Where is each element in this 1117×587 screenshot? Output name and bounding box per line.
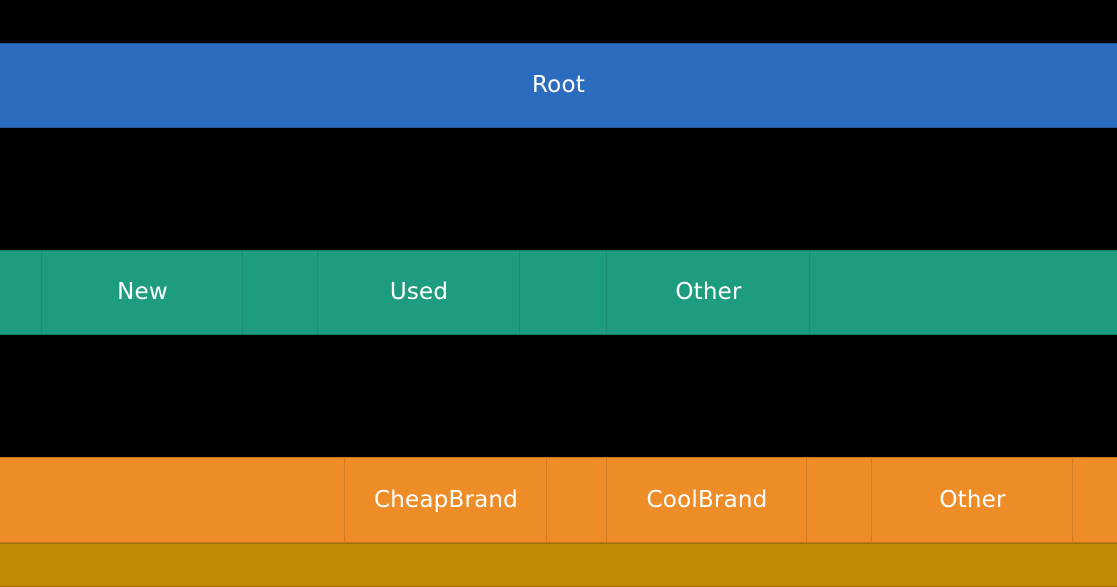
icicle-level-root: Root bbox=[0, 43, 1117, 128]
icicle-node-condition-6[interactable] bbox=[810, 250, 1117, 335]
icicle-node-leaf-0[interactable] bbox=[0, 543, 1117, 587]
icicle-node-condition-4[interactable] bbox=[520, 250, 607, 335]
icicle-node-condition-0[interactable] bbox=[0, 250, 42, 335]
icicle-node-label: Root bbox=[532, 72, 585, 98]
icicle-node-brand-2[interactable] bbox=[547, 457, 607, 543]
icicle-node-used[interactable]: Used bbox=[318, 250, 520, 335]
icicle-node-label: CheapBrand bbox=[374, 486, 518, 513]
icicle-node-coolbrand[interactable]: CoolBrand bbox=[607, 457, 807, 543]
icicle-node-label: Other bbox=[939, 486, 1006, 513]
icicle-node-brand-0[interactable] bbox=[0, 457, 345, 543]
icicle-node-new[interactable]: New bbox=[42, 250, 243, 335]
icicle-node-cheapbrand[interactable]: CheapBrand bbox=[345, 457, 547, 543]
icicle-node-label: Used bbox=[389, 279, 449, 305]
icicle-node-label: CoolBrand bbox=[646, 486, 768, 513]
icicle-node-condition-2[interactable] bbox=[243, 250, 318, 335]
icicle-node-brand-4[interactable] bbox=[807, 457, 872, 543]
icicle-node-other[interactable]: Other bbox=[872, 457, 1073, 543]
icicle-level-leaf bbox=[0, 543, 1117, 587]
icicle-node-root[interactable]: Root bbox=[0, 43, 1117, 128]
icicle-level-brand: CheapBrand CoolBrand Other bbox=[0, 457, 1117, 543]
icicle-node-brand-6[interactable] bbox=[1073, 457, 1117, 543]
icicle-node-label: New bbox=[117, 279, 168, 305]
icicle-level-condition: New Used Other bbox=[0, 250, 1117, 335]
icicle-node-label: Other bbox=[675, 279, 742, 305]
icicle-node-other[interactable]: Other bbox=[607, 250, 810, 335]
